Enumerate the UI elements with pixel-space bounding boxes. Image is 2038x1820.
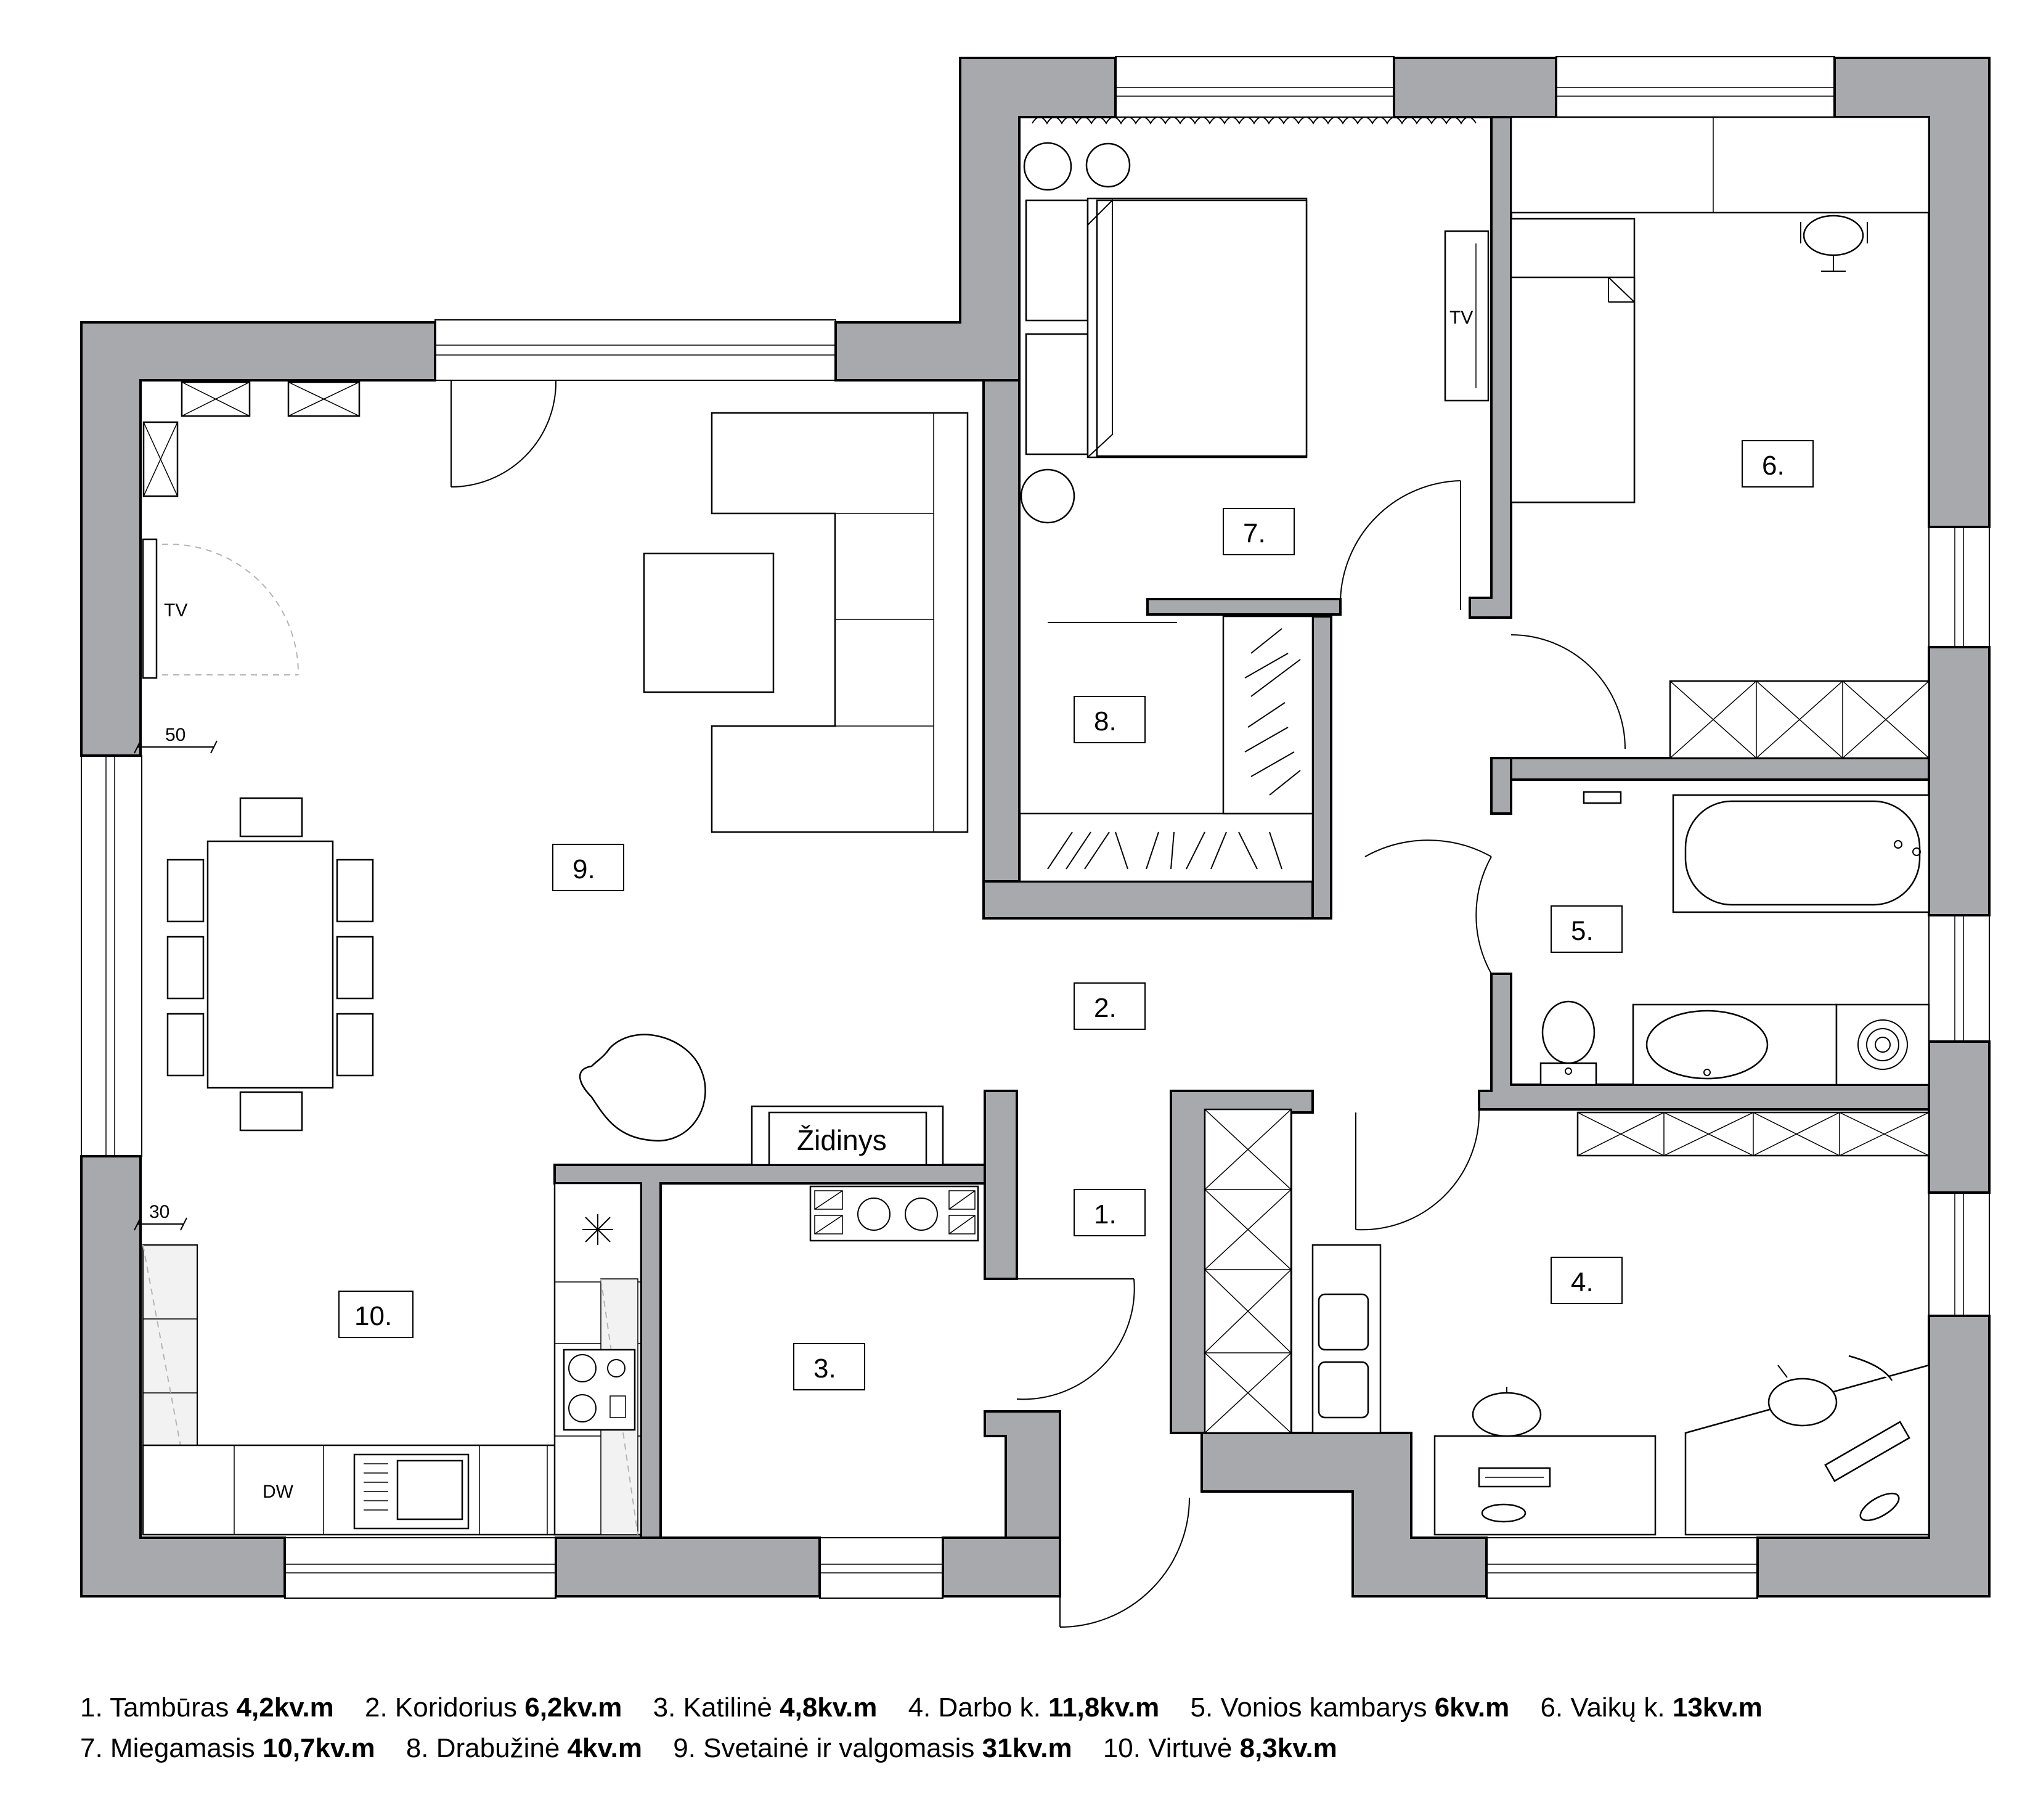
legend-item-2: 2. Koridorius 6,2kv.m <box>364 1692 622 1723</box>
dimension-50: 50 <box>165 725 185 745</box>
svg-text:3.: 3. <box>813 1353 836 1384</box>
room-label-5: 5. <box>1551 905 1623 953</box>
legend-item-8: 8. Drabužinė 4kv.m <box>406 1733 643 1763</box>
room-label-8: 8. <box>1074 696 1146 743</box>
svg-text:7.: 7. <box>1243 518 1266 549</box>
bathroom-furniture <box>1539 791 1930 1086</box>
legend-item-7: 7. Miegamasis 10,7kv.m <box>80 1733 375 1763</box>
legend-item-9: 9. Svetainė ir valgomasis 31kv.m <box>673 1733 1072 1763</box>
legend-item-3: 3. Katilinė 4,8kv.m <box>653 1692 878 1723</box>
svg-text:1.: 1. <box>1094 1199 1117 1230</box>
legend-item-4: 4. Darbo k. 11,8kv.m <box>908 1692 1160 1723</box>
svg-text:5.: 5. <box>1571 916 1594 946</box>
kids-furniture <box>1510 116 1930 759</box>
kitchen-furniture: DW <box>142 1182 642 1536</box>
room-label-1: 1. <box>1074 1189 1146 1236</box>
room-label-6: 6. <box>1742 440 1814 488</box>
room-labels: 1. 2. 3. 4. 5. 6. 7. 8. <box>338 440 1814 1390</box>
doors <box>150 380 1626 1628</box>
room-label-9: 9. <box>552 844 624 891</box>
bedroom-furniture: TV <box>1020 116 1490 524</box>
room-label-7: 7. <box>1223 508 1295 555</box>
legend-item-1: 1. Tambūras 4,2kv.m <box>80 1692 334 1723</box>
svg-text:8.: 8. <box>1094 706 1117 737</box>
legend-item-10: 10. Virtuvė 8,3kv.m <box>1103 1733 1337 1763</box>
legend-item-5: 5. Vonios kambarys 6kv.m <box>1190 1692 1510 1723</box>
svg-text:6.: 6. <box>1762 451 1785 481</box>
room-area-legend: 1. Tambūras 4,2kv.m 2. Koridorius 6,2kv.… <box>80 1687 1991 1769</box>
tv-label-bedroom: TV <box>1449 308 1473 328</box>
svg-text:10.: 10. <box>354 1301 392 1331</box>
fireplace-label: Židinys <box>797 1124 887 1156</box>
dimension-30: 30 <box>149 1202 169 1222</box>
tv-label-living: TV <box>164 600 187 621</box>
room-label-10: 10. <box>338 1291 414 1338</box>
office-furniture <box>1204 1108 1930 1536</box>
room-label-4: 4. <box>1551 1257 1623 1304</box>
room-label-3: 3. <box>793 1343 865 1390</box>
svg-text:4.: 4. <box>1571 1267 1594 1297</box>
boiler-furniture <box>809 1185 979 1242</box>
room-label-2: 2. <box>1074 982 1146 1030</box>
dishwasher-label: DW <box>263 1482 294 1502</box>
wardrobe-furniture <box>1019 615 1314 883</box>
living-furniture: TV Židinys 50 30 <box>134 381 969 1231</box>
svg-text:2.: 2. <box>1094 993 1117 1023</box>
svg-text:9.: 9. <box>573 854 595 884</box>
legend-item-6: 6. Vaikų k. 13kv.m <box>1540 1692 1763 1723</box>
